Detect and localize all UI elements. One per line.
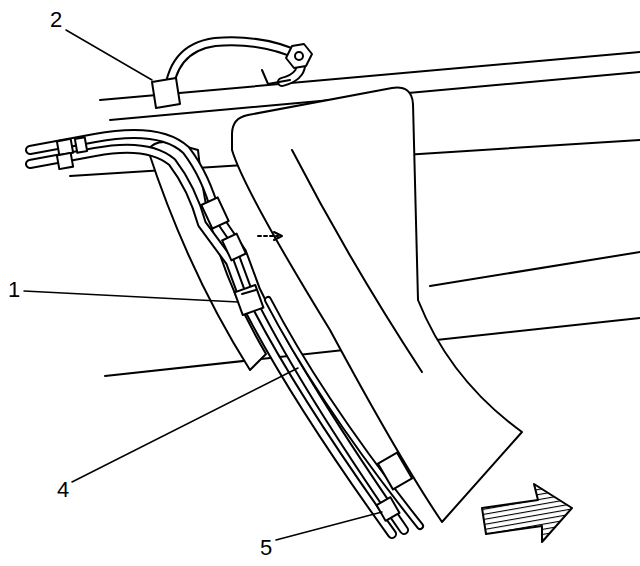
- tube-outline: [30, 149, 392, 534]
- clip-detail: [242, 290, 256, 294]
- hose-outline: [168, 41, 301, 100]
- fitting: [75, 137, 87, 153]
- leader-line: [276, 512, 382, 540]
- nut: [286, 44, 312, 68]
- mount-bracket: [152, 78, 180, 108]
- frame-line: [430, 252, 640, 286]
- fitting: [57, 153, 73, 169]
- forward-arrow: [482, 484, 572, 542]
- clamp: [262, 70, 290, 84]
- tube-fill: [268, 300, 420, 526]
- nut-hole: [295, 52, 303, 60]
- connector: [201, 197, 228, 228]
- clip: [235, 285, 264, 315]
- tube-outline: [268, 300, 420, 526]
- panel-edge: [292, 150, 422, 372]
- clip: [377, 497, 400, 521]
- callout-number: 1: [8, 278, 20, 302]
- retainer-clip: [378, 453, 412, 490]
- leader-line: [24, 291, 238, 302]
- callout-number: 2: [50, 8, 62, 32]
- hose-fill: [168, 41, 301, 100]
- callout-number: 4: [57, 478, 69, 502]
- leader-line: [72, 368, 298, 482]
- shield-panel: [232, 88, 522, 522]
- leader-line: [66, 30, 152, 80]
- callout-number: 5: [260, 536, 272, 560]
- tube-fill: [30, 149, 392, 534]
- connector: [222, 234, 246, 261]
- direction-line: [258, 235, 278, 237]
- direction-head: [274, 232, 282, 240]
